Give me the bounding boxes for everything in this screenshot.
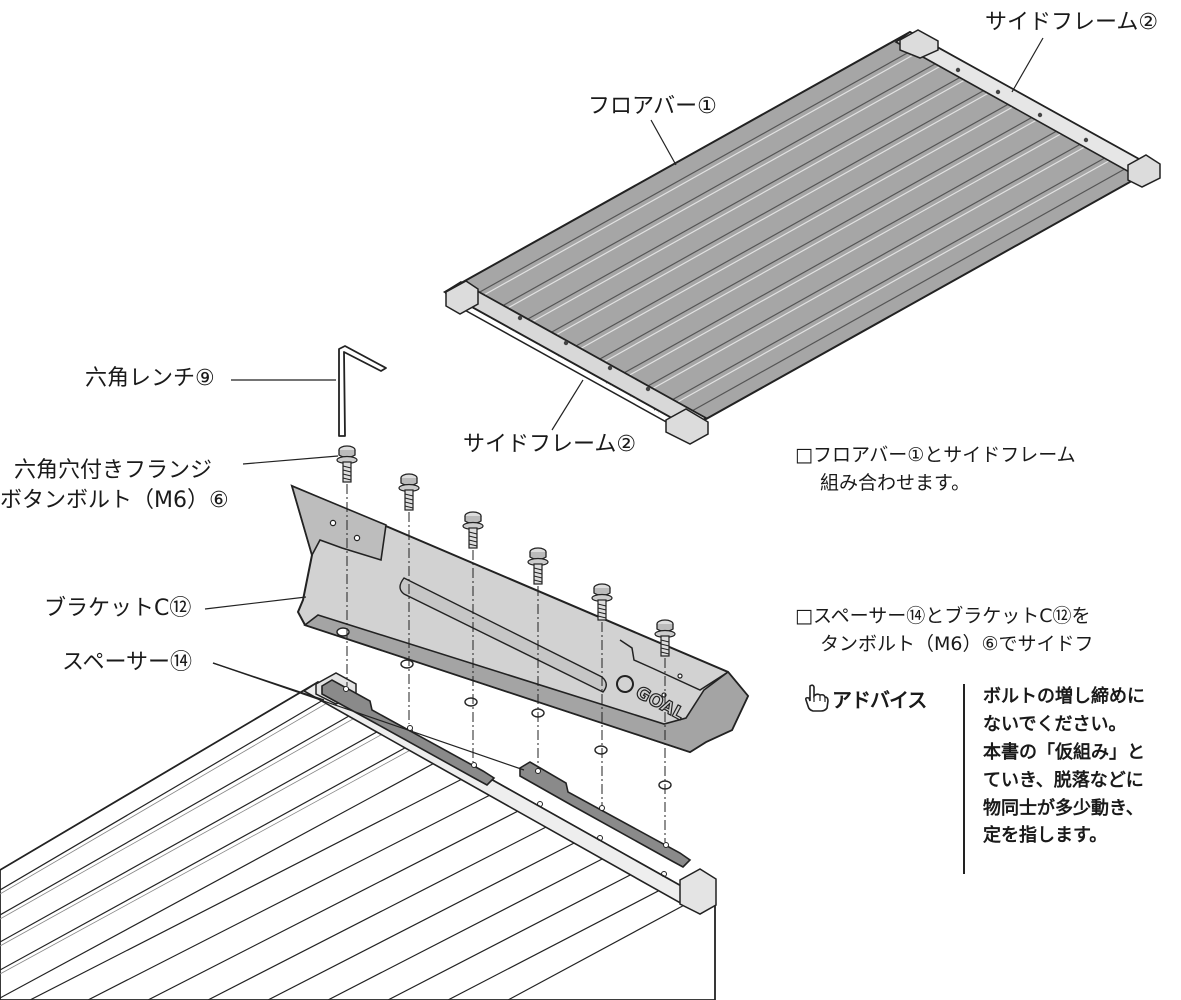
advice-line: ていき、脱落などに [983,769,1144,791]
step2-line1: □スペーサー⑭とブラケットC⑫を [795,605,1091,627]
label-side-frame-mid: サイドフレーム② [463,432,637,457]
advice-divider [963,684,965,874]
label-flange-bolt-line2: ボタンボルト（M6）⑥ [0,488,229,513]
advice-line: 本書の「仮組み」と [983,741,1145,763]
label-flange-bolt-line1: 六角穴付きフランジ [14,458,213,483]
label-spacer: スペーサー⑭ [62,650,193,675]
step2-line2: タンボルト（M6）⑥でサイドフ [820,633,1094,655]
floor-panel-top [442,29,1161,445]
leader-lines [204,37,1044,771]
advice-line: 物同士が多少動き、 [983,797,1144,819]
advice-text: ボルトの増し締めに ないでください。 本書の「仮組み」と ていき、脱落などに 物… [983,683,1145,850]
advice-icon-label: アドバイス [832,687,927,712]
flange-bolts [336,445,676,657]
label-bracket-c: ブラケットC⑫ [44,596,192,621]
hex-wrench [338,345,387,437]
pointing-hand-icon [805,684,829,712]
spacers [321,679,692,868]
step1-line2: 組み合わせます。 [820,472,971,494]
advice-line: ボルトの増し締めに [983,686,1145,707]
label-hex-wrench: 六角レンチ⑨ [85,366,215,391]
advice-icon: アドバイス [804,684,927,712]
advice-line: 定を指します。 [983,825,1108,847]
bracket-c: GOAL [290,484,750,790]
label-floor-bar: フロアバー① [588,94,717,119]
assembly-guide-lines [346,484,666,842]
advice-line: ないでください。 [983,713,1127,735]
label-side-frame-top: サイドフレーム② [985,10,1159,35]
step1-line1: □フロアバー①とサイドフレーム [795,444,1076,466]
